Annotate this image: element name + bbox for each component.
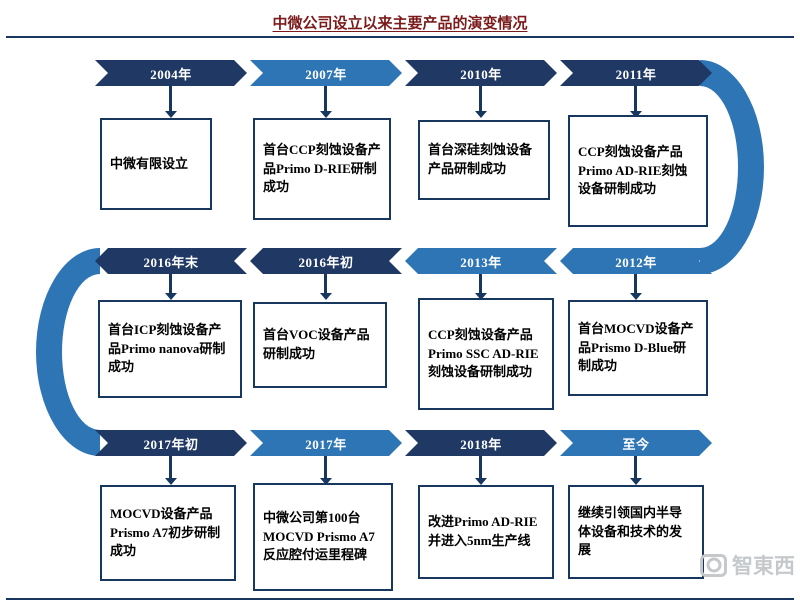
timeline-arrow-2013: 2013年 [405,248,557,274]
event-text: 首台CCP刻蚀设备产品Primo D-RIE研制成功 [263,141,381,195]
event-text: 首台MOCVD设备产品Prismo D-Blue研制成功 [578,320,694,374]
event-box: CCP刻蚀设备产品Primo SSC AD-RIE刻蚀设备研制成功 [418,298,554,410]
event-box: 首台CCP刻蚀设备产品Primo D-RIE研制成功 [253,118,391,220]
down-arrow-icon [629,86,642,118]
timeline-arrow-now: 至今 [560,430,712,456]
event-box: 改进Primo AD-RIE并进入5nm生产线 [418,485,554,579]
timeline-arrow-2007: 2007年 [250,60,402,86]
down-arrow-icon [474,456,487,485]
bottom-divider [6,598,794,600]
year-label: 2013年 [460,254,502,270]
year-label: 2018年 [460,436,502,452]
down-arrow-icon [474,86,487,118]
event-box: 中微有限设立 [100,118,212,210]
curve-connector-left [36,248,100,456]
timeline-arrow-2004: 2004年 [95,60,247,86]
event-text: 继续引领国内半导体设备和技术的发展 [578,504,683,558]
down-arrow-icon [164,456,177,485]
down-arrow-icon [629,456,642,485]
year-label: 2011年 [615,66,657,82]
year-label: 2007年 [305,66,347,82]
page-title: 中微公司设立以来主要产品的演变情况 [272,16,528,32]
down-arrow-icon [319,86,332,118]
year-label: 2017年初 [143,436,199,452]
watermark-logo-icon [700,553,727,577]
watermark: 智東西 [700,550,795,580]
year-label: 2004年 [150,66,192,82]
event-box: 继续引领国内半导体设备和技术的发展 [568,485,704,579]
event-text: 中微公司第100台MOCVD Prismo A7反应腔付运里程碑 [263,509,375,563]
event-box: 中微公司第100台MOCVD Prismo A7反应腔付运里程碑 [253,483,393,591]
event-text: CCP刻蚀设备产品Primo SSC AD-RIE刻蚀设备研制成功 [428,326,539,380]
year-label: 2010年 [460,66,502,82]
timeline-arrow-2012: 2012年 [560,248,712,274]
timeline-arrow-2016-start: 2016年初 [250,248,402,274]
event-text: 首台ICP刻蚀设备产品Primo nanova研制成功 [108,321,226,375]
year-label: 2012年 [615,254,657,270]
event-box: 首台深硅刻蚀设备产品研制成功 [418,120,550,200]
timeline-arrow-2018: 2018年 [405,430,557,456]
event-text: 首台深硅刻蚀设备产品研制成功 [428,142,533,176]
down-arrow-icon [474,274,487,300]
event-box: CCP刻蚀设备产品Primo AD-RIE刻蚀设备研制成功 [568,115,708,227]
year-label: 2016年初 [298,254,354,270]
timeline-arrow-2017-start: 2017年初 [95,430,247,456]
timeline-arrow-2016-end: 2016年末 [95,248,247,274]
year-label: 2017年 [305,436,347,452]
curve-connector-right [700,60,764,274]
down-arrow-icon [319,274,332,300]
year-label: 至今 [622,436,650,452]
down-arrow-icon [164,274,177,300]
down-arrow-icon [629,274,642,300]
event-text: 中微有限设立 [110,155,189,171]
event-box: 首台MOCVD设备产品Prismo D-Blue研制成功 [568,300,708,396]
event-text: 改进Primo AD-RIE并进入5nm生产线 [428,514,538,548]
event-box: MOCVD设备产品Prismo A7初步研制成功 [100,485,236,581]
event-text: MOCVD设备产品Prismo A7初步研制成功 [110,505,221,559]
event-text: 首台VOC设备产品研制成功 [263,327,370,361]
event-text: CCP刻蚀设备产品Primo AD-RIE刻蚀设备研制成功 [578,143,688,197]
year-label: 2016年末 [143,254,199,270]
timeline-arrow-2010: 2010年 [405,60,557,86]
timeline-arrow-2017: 2017年 [250,430,402,456]
watermark-text: 智東西 [732,554,795,578]
event-box: 首台ICP刻蚀设备产品Primo nanova研制成功 [98,300,242,398]
down-arrow-icon [164,86,177,118]
timeline-arrow-2011: 2011年 [560,60,712,86]
top-divider [6,36,794,38]
event-box: 首台VOC设备产品研制成功 [253,302,387,388]
down-arrow-icon [319,456,332,485]
